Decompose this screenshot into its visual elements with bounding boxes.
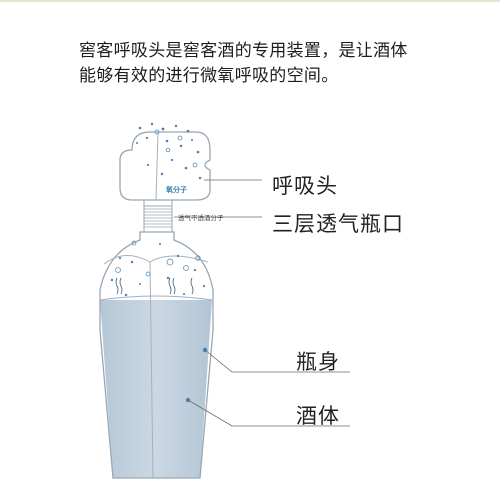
vapor-waves [115, 277, 194, 295]
bottle-center-seam [149, 261, 154, 479]
bottle-outline [99, 231, 214, 479]
neck-body [143, 205, 173, 233]
oxygen-rings-head [154, 129, 198, 168]
top-divider [0, 0, 500, 2]
leader-lines [174, 179, 350, 427]
label-bottle-body: 瓶身 [296, 350, 340, 374]
label-three-layer-neck: 三层透气瓶口 [272, 212, 404, 236]
label-breathing-head: 呼吸头 [272, 174, 338, 198]
intro-line-1: 窖客呼吸头是窖客酒的专用装置，是让酒体 [79, 41, 408, 61]
bottle-shoulder-line [103, 255, 209, 265]
leader-markers [185, 347, 208, 403]
label-liquor: 酒体 [296, 404, 340, 428]
neck-threads [144, 208, 172, 228]
oxygen-molecule-label: 氧分子 [166, 186, 187, 194]
intro-line-2: 能够有效的进行微氧呼吸的空间。 [79, 66, 339, 86]
liquid-fill [100, 300, 212, 478]
neck-top-band [143, 199, 173, 207]
oxygen-dots-head [136, 122, 202, 180]
liquid-surface [99, 295, 213, 301]
bubbles-bottle [115, 240, 201, 277]
oxygen-dots-bottle [110, 243, 206, 297]
breathing-head-divider [155, 131, 159, 201]
intro-text: 窖客呼吸头是窖客酒的专用装置，是让酒体 能够有效的进行微氧呼吸的空间。 [79, 39, 479, 89]
breathable-annotation: 透气不透酒分子 [178, 214, 224, 222]
